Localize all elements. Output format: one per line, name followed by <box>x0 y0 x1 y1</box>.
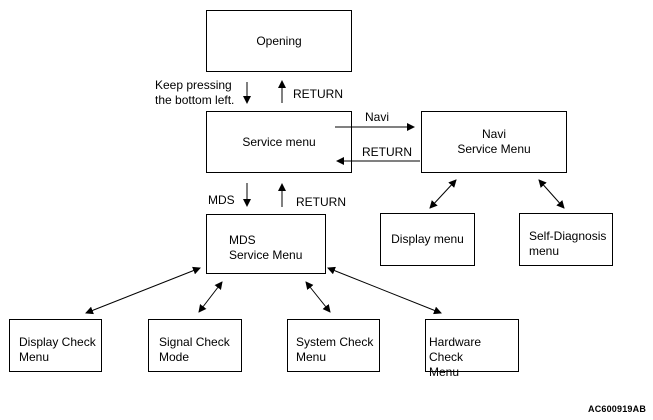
hardware-check-menu-label: Hardware Check Menu <box>429 335 482 379</box>
navi-label: Navi <box>365 110 390 124</box>
figure-code: AC600919AB <box>588 404 647 414</box>
system-check-menu-box: System Check Menu <box>287 319 380 372</box>
opening-label: Opening <box>256 33 302 48</box>
self-diagnosis-menu-box: Self-Diagnosis menu <box>519 213 613 266</box>
signal-check-mode-box: Signal Check Mode <box>148 319 242 372</box>
mds-label: MDS <box>208 193 235 207</box>
arrow-mds-hardware-check <box>327 266 442 315</box>
display-check-menu-label: Display Check Menu <box>19 335 96 364</box>
arrow-mds-display-check <box>85 266 201 315</box>
arrow-navi-self-diagnosis <box>538 179 565 209</box>
mds-service-menu-box: MDS Service Menu <box>206 214 326 274</box>
self-diagnosis-menu-label: Self-Diagnosis menu <box>529 229 607 258</box>
signal-check-mode-label: Signal Check Mode <box>159 335 230 364</box>
display-check-menu-box: Display Check Menu <box>9 319 102 372</box>
system-check-menu-label: System Check Menu <box>296 335 374 364</box>
opening-box: Opening <box>206 10 352 72</box>
display-menu-label: Display menu <box>391 232 464 246</box>
return-label-mds: RETURN <box>296 195 346 209</box>
service-menu-box: Service menu <box>206 111 352 173</box>
navi-service-menu-box: Navi Service Menu <box>421 111 567 173</box>
arrow-navi-display-menu <box>429 179 457 209</box>
hardware-check-menu-box: Hardware Check Menu <box>425 319 519 379</box>
arrow-mds-signal-check <box>198 281 223 313</box>
return-label-navi: RETURN <box>362 145 412 159</box>
return-label-opening: RETURN <box>293 87 343 101</box>
mds-service-menu-label: MDS Service Menu <box>229 233 303 262</box>
keep-pressing-label: Keep pressing the bottom left. <box>155 78 235 107</box>
display-menu-box: Display menu <box>380 213 475 266</box>
arrow-mds-system-check <box>305 281 331 313</box>
service-menu-label: Service menu <box>242 134 316 149</box>
navi-service-menu-label: Navi Service Menu <box>457 127 531 156</box>
